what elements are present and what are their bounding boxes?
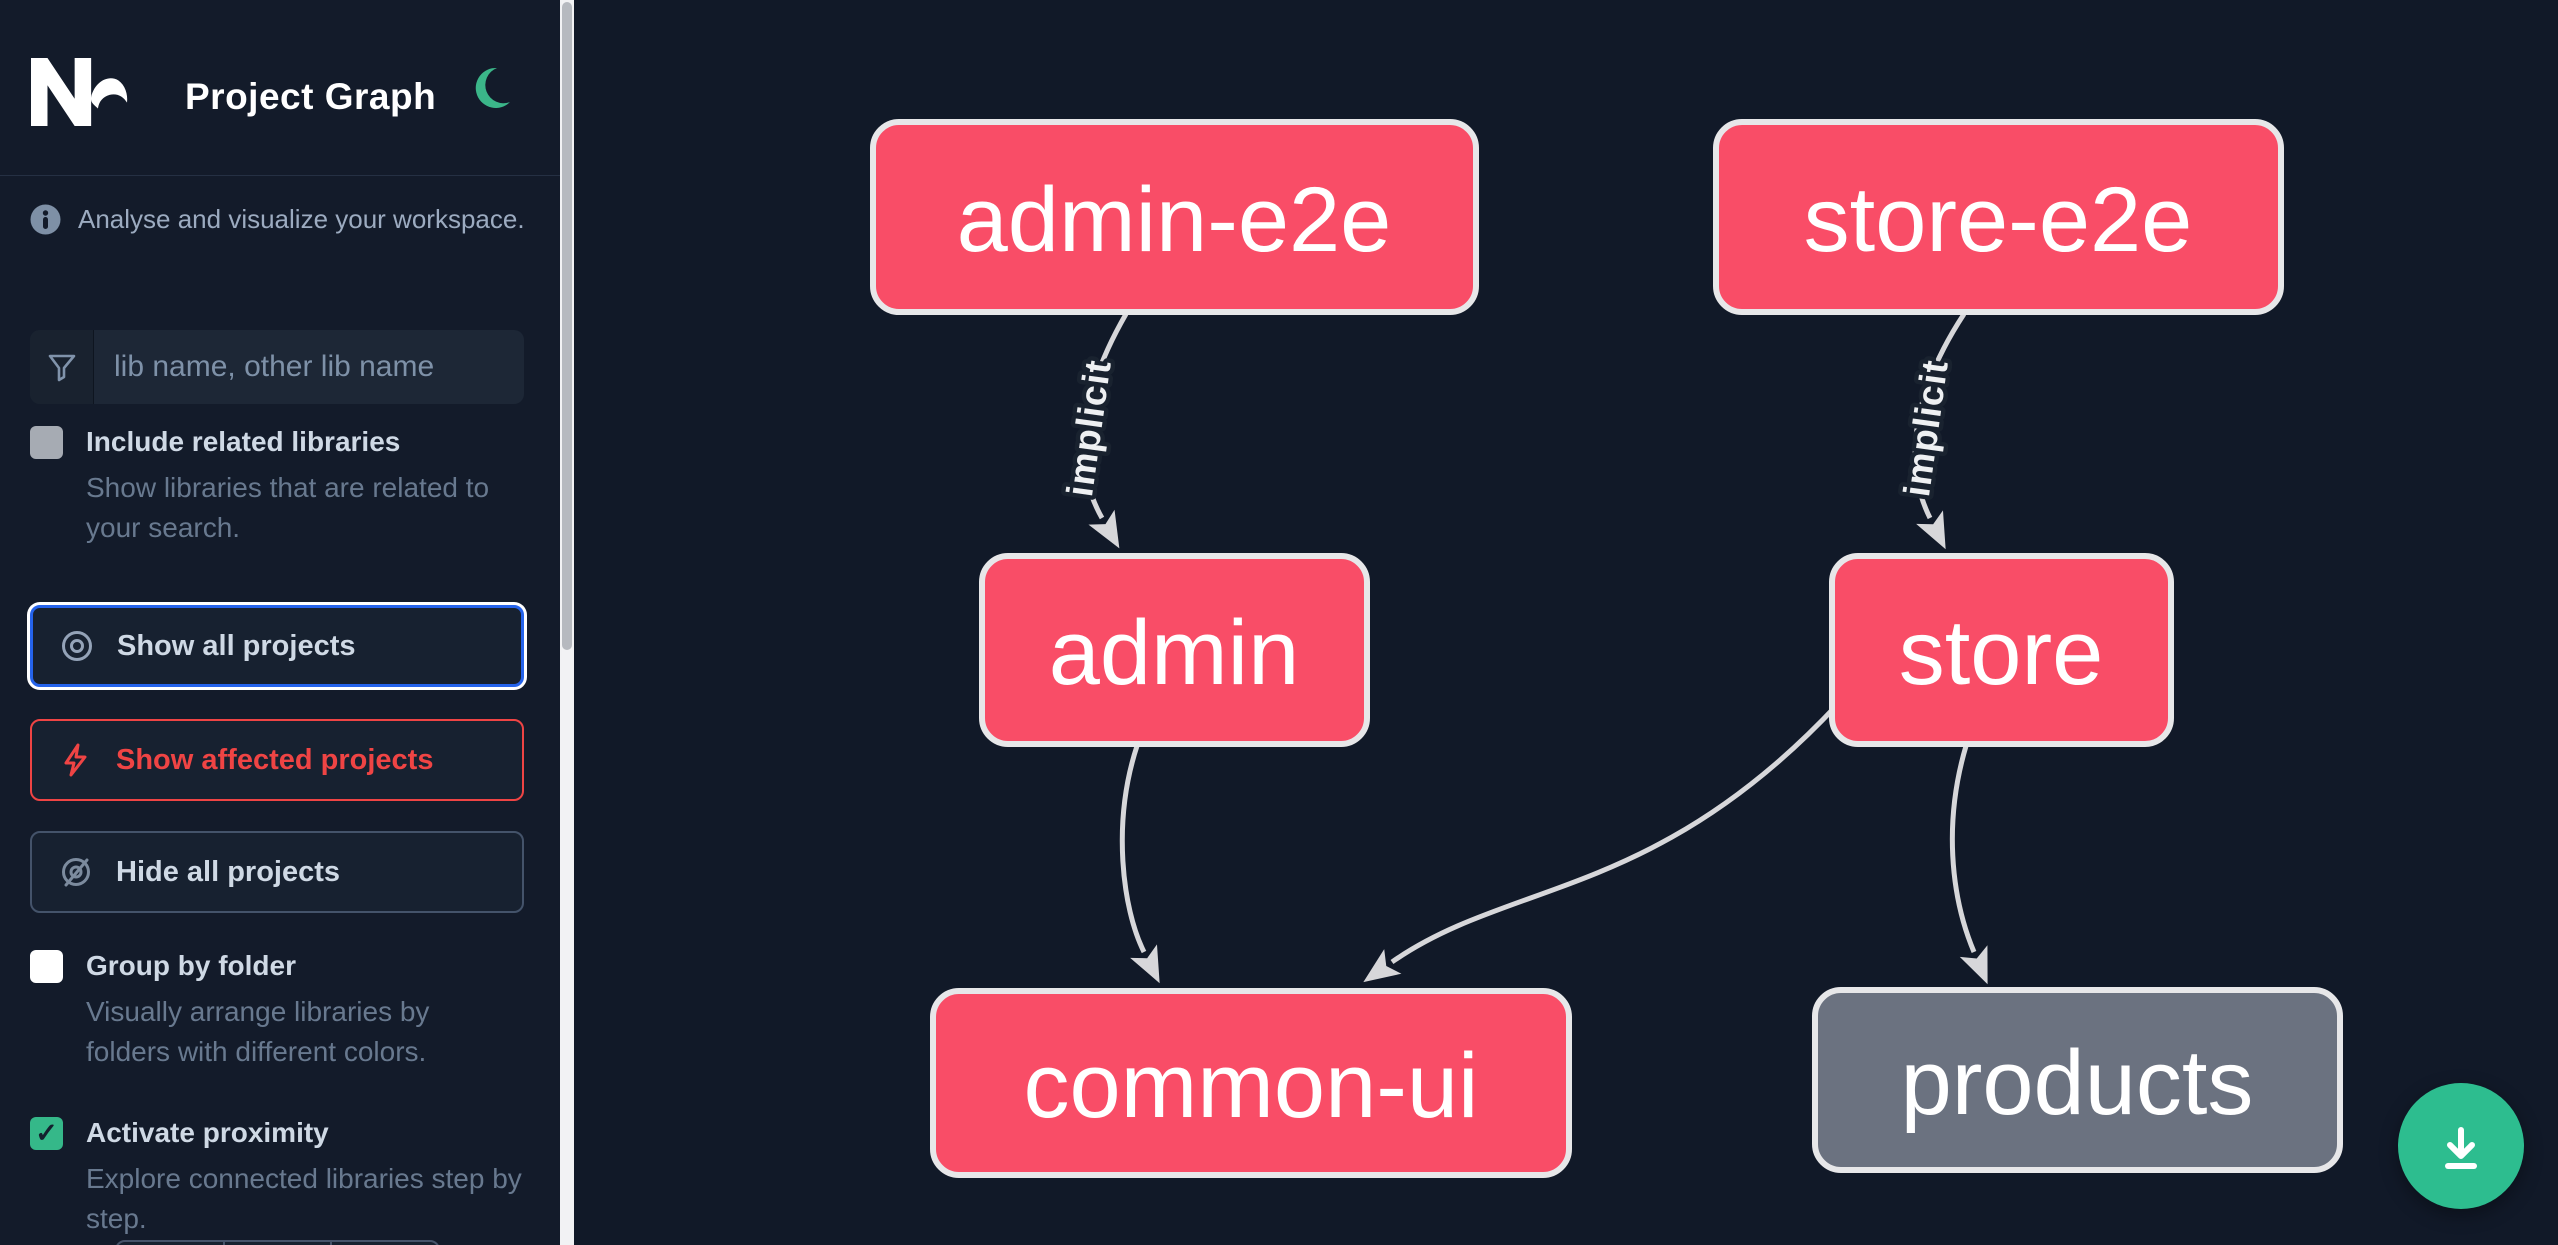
sidebar-header: Project Graph <box>0 0 560 176</box>
edge-admin-e2e-to-admin <box>1081 312 1129 549</box>
proximity-depth-segment[interactable] <box>225 1242 333 1245</box>
workspace-tagline: Analyse and visualize your workspace. <box>30 202 540 236</box>
edge-admin-to-common-ui <box>1119 745 1160 984</box>
filter-icon-cell <box>30 330 94 404</box>
include-related-checkbox[interactable] <box>30 426 63 459</box>
edge-store-e2e-to-store <box>1912 312 1967 550</box>
group-by-folder-description: Visually arrange libraries by folders wi… <box>86 996 430 1067</box>
eye-off-icon <box>62 858 90 887</box>
group-by-folder-option: Group by folder Visually arrange librari… <box>30 948 500 1072</box>
node-common-ui[interactable]: common-ui <box>930 988 1572 1178</box>
eye-icon <box>62 631 92 661</box>
sidebar: Project Graph Analyse and visualize your… <box>0 0 560 1245</box>
search-input[interactable] <box>94 330 524 404</box>
svg-text:store-e2e: store-e2e <box>1804 169 2193 271</box>
page-title: Project Graph <box>185 76 437 117</box>
search-box <box>30 330 524 404</box>
tagline-text: Analyse and visualize your workspace. <box>78 204 525 234</box>
node-products[interactable]: products <box>1812 987 2343 1173</box>
svg-text:admin-e2e: admin-e2e <box>957 169 1392 271</box>
include-related-label: Include related libraries <box>86 426 401 457</box>
svg-text:admin: admin <box>1049 602 1300 704</box>
include-related-description: Show libraries that are related to your … <box>86 472 490 543</box>
node-admin[interactable]: admin <box>979 553 1370 747</box>
sidebar-scrollbar-track <box>560 0 574 1245</box>
group-by-folder-checkbox[interactable] <box>30 950 63 983</box>
svg-text:products: products <box>1901 1032 2254 1134</box>
group-by-folder-label: Group by folder <box>86 950 296 981</box>
moon-icon <box>475 67 510 108</box>
graph-canvas[interactable]: implicit implicit admin-e2e store-e2e ad… <box>574 0 2558 1245</box>
edge-label-implicit: implicit <box>1059 357 1119 499</box>
show-affected-projects-button[interactable]: Show affected projects <box>30 719 524 801</box>
node-admin-e2e[interactable]: admin-e2e <box>870 119 1479 315</box>
sidebar-scrollbar-thumb[interactable] <box>562 2 572 650</box>
filter-icon <box>48 354 75 382</box>
activate-proximity-description: Explore connected libraries step by step… <box>86 1163 522 1234</box>
svg-text:store: store <box>1899 602 2104 704</box>
activate-proximity-option: ✓ Activate proximity Explore connected l… <box>30 1115 530 1239</box>
edge-label-implicit: implicit <box>1896 357 1956 499</box>
show-all-projects-label: Show all projects <box>117 629 356 662</box>
proximity-depth-segment[interactable] <box>117 1242 225 1245</box>
bolt-icon <box>64 743 87 777</box>
hide-all-projects-label: Hide all projects <box>116 855 341 888</box>
proximity-depth-control[interactable] <box>115 1240 440 1245</box>
node-store[interactable]: store <box>1829 553 2174 747</box>
show-affected-projects-label: Show affected projects <box>116 743 434 776</box>
svg-text:common-ui: common-ui <box>1023 1035 1478 1137</box>
info-icon <box>30 204 61 235</box>
include-related-option: Include related libraries Show libraries… <box>30 424 530 548</box>
activate-proximity-checkbox[interactable]: ✓ <box>30 1117 63 1150</box>
edge-store-to-products <box>1949 745 1988 985</box>
nx-logo <box>31 58 128 126</box>
node-store-e2e[interactable]: store-e2e <box>1713 119 2284 315</box>
edge-store-to-common-ui <box>1363 704 1838 983</box>
theme-toggle-button[interactable] <box>462 60 518 116</box>
show-all-projects-button[interactable]: Show all projects <box>30 605 524 687</box>
hide-all-projects-button[interactable]: Hide all projects <box>30 831 524 913</box>
activate-proximity-label: Activate proximity <box>86 1117 329 1148</box>
download-graph-button[interactable] <box>2398 1083 2524 1209</box>
checkmark-icon: ✓ <box>35 1118 58 1148</box>
download-icon <box>2445 1127 2477 1169</box>
